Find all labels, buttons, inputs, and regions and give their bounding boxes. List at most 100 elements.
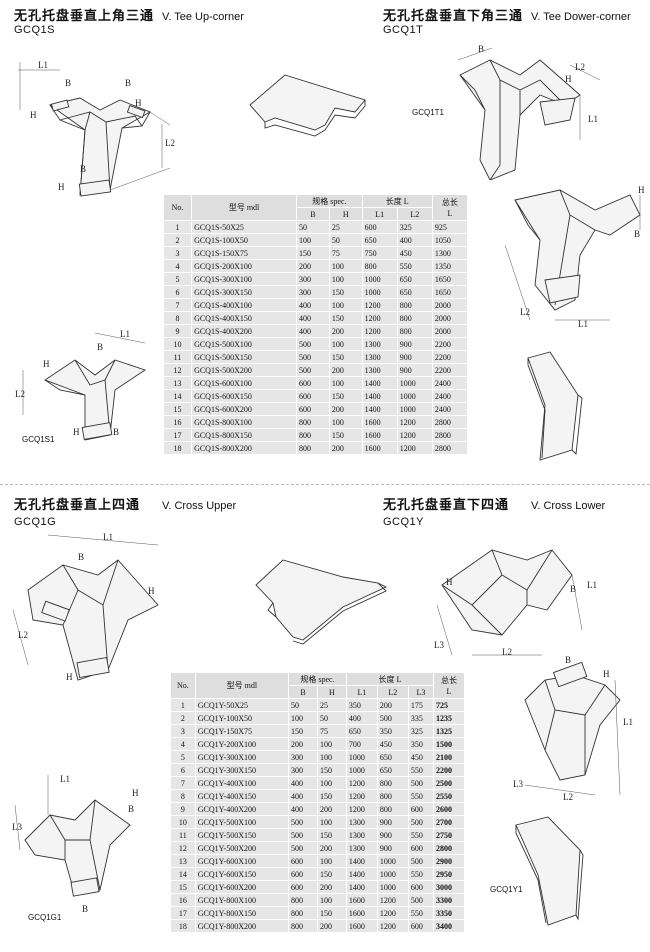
col-total-l: L — [446, 686, 452, 696]
model-tag: GCQ1S1 — [22, 435, 55, 444]
col-spec: 规格 spec. — [288, 672, 347, 686]
table-cell: 900 — [376, 815, 409, 829]
table-cell: 2800 — [431, 441, 469, 455]
table-cell: 1300 — [361, 350, 398, 364]
table-cell: 2800 — [431, 428, 469, 442]
table-cell: 3300 — [432, 893, 466, 907]
table-cell: 18 — [162, 441, 193, 455]
table-cell: 16 — [170, 893, 196, 907]
code-label: GCQ1S — [14, 24, 56, 36]
dim-l2: L2 — [502, 647, 512, 657]
table-cell: 300 — [296, 285, 330, 299]
table-cell: 2550 — [432, 789, 466, 803]
table-cell: GCQ1S-200X100 — [191, 259, 298, 273]
table-cell: 900 — [376, 828, 409, 842]
table-cell: 25 — [316, 698, 347, 712]
table-cell: 2500 — [432, 776, 466, 790]
table-cell: 325 — [396, 220, 433, 234]
table-cell: 100 — [296, 233, 330, 247]
table-cell: 800 — [296, 428, 330, 442]
dim-h: H — [66, 672, 73, 682]
table-cell: 600 — [407, 841, 434, 855]
table-cell: 100 — [328, 272, 363, 286]
dim-h: H — [132, 788, 139, 798]
table-cell: GCQ1Y-200X100 — [194, 737, 290, 751]
table-cell: 50 — [288, 698, 318, 712]
table-cell: 650 — [376, 763, 409, 777]
title-cn: 无孔托盘垂直上四通 — [14, 498, 141, 513]
table-cell: 1200 — [376, 919, 409, 933]
section-divider — [0, 484, 650, 485]
table-cell: 2400 — [431, 376, 469, 390]
table-cell: GCQ1Y-600X150 — [194, 867, 290, 881]
table-cell: 1200 — [361, 298, 398, 312]
title-en: V. Tee Up-corner — [162, 11, 244, 23]
dim-h: H — [148, 586, 155, 596]
table-cell: 1200 — [361, 324, 398, 338]
table-cell: 600 — [288, 867, 318, 881]
cross-lower-alt-drawing: B H L1 L3 L2 — [513, 655, 633, 802]
table-cell: 800 — [288, 893, 318, 907]
table-cell: 500 — [296, 337, 330, 351]
dim-b: B — [478, 44, 484, 54]
table-cell: GCQ1Y-500X150 — [194, 828, 290, 842]
table-cell: 400 — [288, 802, 318, 816]
code-label: GCQ1Y — [383, 516, 425, 528]
table-cell: 1000 — [376, 867, 409, 881]
table-cell: 150 — [328, 389, 363, 403]
model-tag: GCQ1Y1 — [490, 885, 523, 894]
table-cell: 900 — [396, 337, 433, 351]
table-cell: 800 — [396, 311, 433, 325]
table-cell: GCQ1S-500X100 — [191, 337, 298, 351]
table-cell: GCQ1S-300X100 — [191, 272, 298, 286]
table-cell: 200 — [296, 259, 330, 273]
table-cell: 1000 — [345, 750, 378, 764]
table-cell: 1650 — [431, 272, 469, 286]
table-cell: GCQ1Y-800X100 — [194, 893, 290, 907]
table-cell: 100 — [328, 259, 363, 273]
table-cell: 100 — [316, 893, 347, 907]
dim-l2: L2 — [563, 792, 573, 802]
dim-l2: L2 — [15, 389, 25, 399]
cross-cover-drawing — [255, 559, 388, 645]
table-cell: 1000 — [376, 880, 409, 894]
table-cell: 5 — [162, 272, 193, 286]
dim-h: H — [638, 185, 645, 195]
col-h: H — [328, 207, 363, 221]
table-cell: 350 — [345, 698, 378, 712]
table-cell: 5 — [170, 750, 196, 764]
table-cell: 1350 — [431, 259, 469, 273]
table-cell: 550 — [407, 906, 434, 920]
table-cell: 3400 — [432, 919, 466, 933]
table-cell: 200 — [316, 919, 347, 933]
table-cell: 300 — [288, 763, 318, 777]
table-cell: 500 — [288, 828, 318, 842]
dim-b: B — [65, 78, 71, 88]
dim-b: B — [125, 78, 131, 88]
table-cell: 1600 — [361, 415, 398, 429]
col-spec: 规格 spec. — [296, 194, 363, 208]
table-cell: 500 — [296, 350, 330, 364]
dim-h: H — [58, 182, 65, 192]
dim-b: B — [128, 804, 134, 814]
dim-l3: L3 — [513, 779, 523, 789]
table-cell: 600 — [296, 376, 330, 390]
table-cell: 15 — [170, 880, 196, 894]
table-cell: GCQ1Y-400X200 — [194, 802, 290, 816]
dim-l2: L2 — [18, 630, 28, 640]
table-cell: 150 — [316, 906, 347, 920]
tee-cover-drawing — [249, 74, 366, 137]
dim-l1: L1 — [623, 717, 633, 727]
table-cell: 200 — [328, 441, 363, 455]
table-cell: 50 — [328, 233, 363, 247]
table-cell: 1 — [162, 220, 193, 234]
table-cell: GCQ1S-100X50 — [191, 233, 298, 247]
